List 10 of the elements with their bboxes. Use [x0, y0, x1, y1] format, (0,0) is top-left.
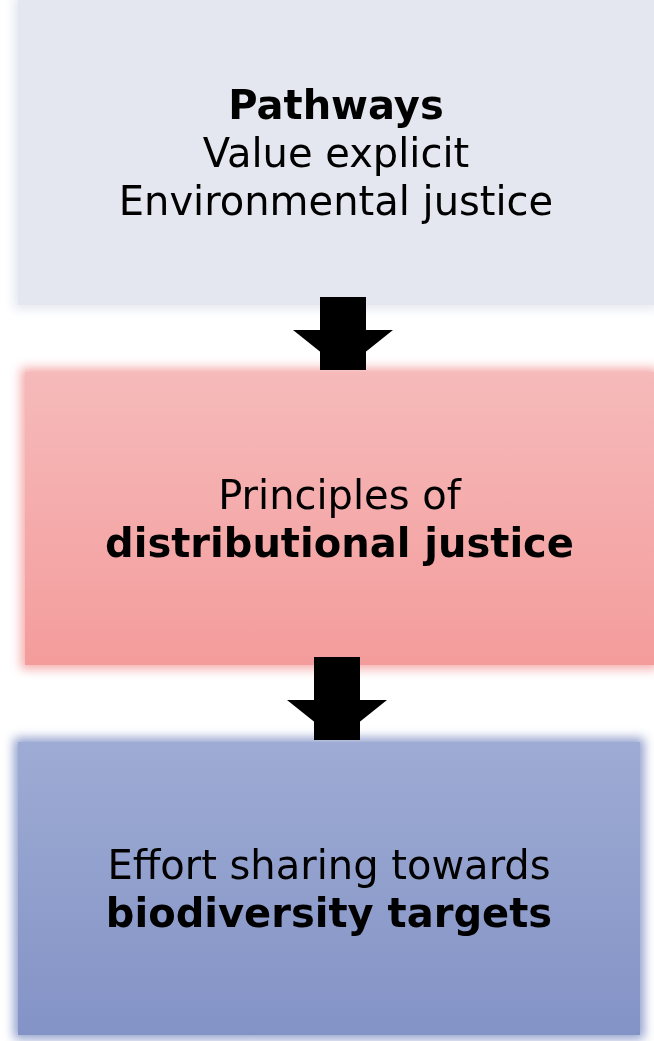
node-text: Value explicit: [202, 128, 470, 177]
node-text: Effort sharing towards biodiversity targets: [104, 840, 554, 937]
node-text: Principles of distributional justice: [104, 470, 575, 567]
effort-sharing-box: [18, 742, 640, 1035]
principles-box: [25, 372, 654, 665]
node-text: Environmental justice: [118, 176, 554, 225]
heading-text: Pathways: [228, 80, 444, 129]
block-arrow: [293, 297, 393, 370]
pathways-box: [18, 0, 654, 305]
block-arrow: [287, 657, 387, 740]
